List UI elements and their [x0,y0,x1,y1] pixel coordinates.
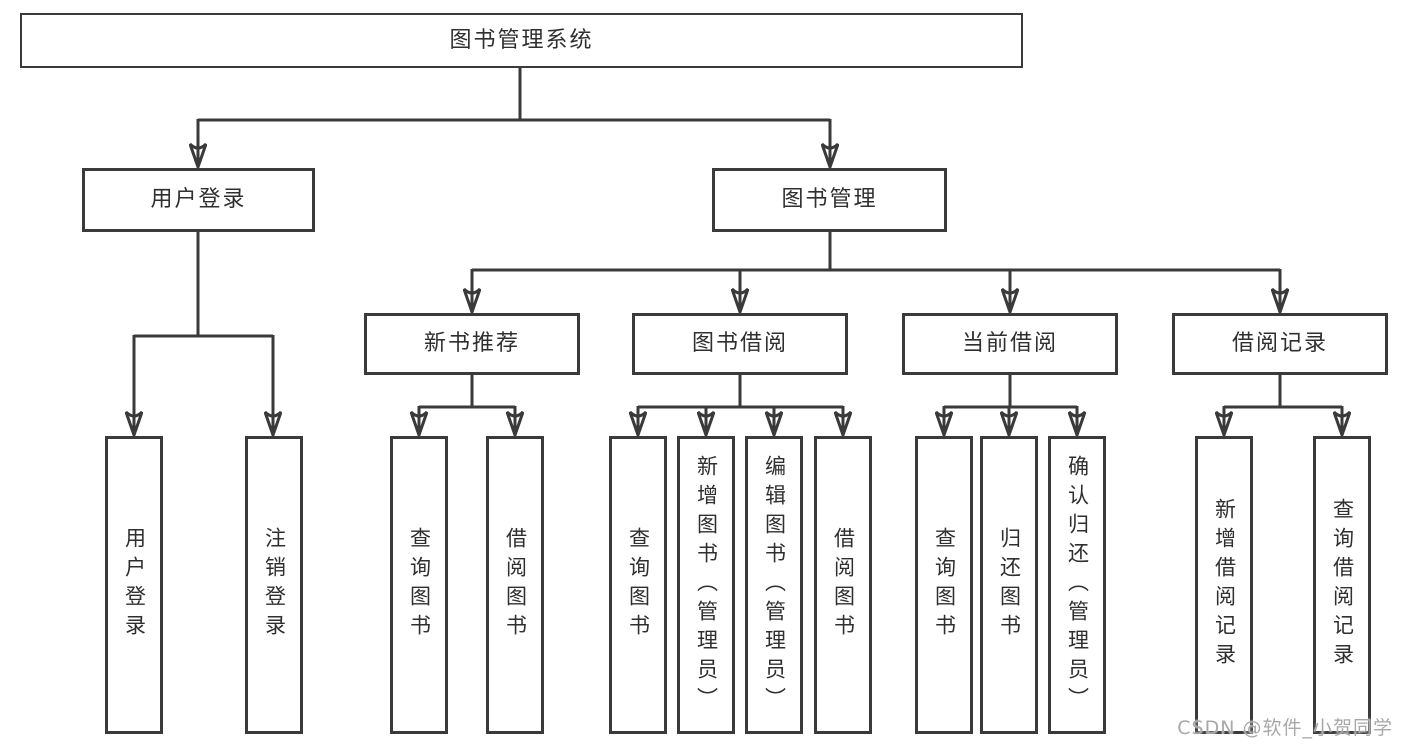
leaf-label: 查询图书 [626,527,651,643]
leaf-label: 查询图书 [932,527,957,643]
leaf-add-borrow-record: 新增借阅记录 [1195,436,1253,734]
leaf-confirm-return-admin: 确认归还（管理员） [1048,436,1106,734]
node-book-management: 图书管理 [712,168,947,232]
leaf-label: 新增借阅记录 [1212,498,1237,672]
leaf-label: 确认归还（管理员） [1065,454,1090,716]
node-user-login: 用户登录 [82,168,315,232]
leaf-borrow-books-recommend: 借阅图书 [486,436,544,734]
node-label: 图书借阅 [691,331,788,356]
node-label: 用户登录 [150,187,247,212]
node-label: 当前借阅 [961,331,1058,356]
leaf-query-books-borrow: 查询图书 [609,436,667,734]
node-label: 图书管理 [781,187,878,212]
node-label: 新书推荐 [423,331,520,356]
leaf-label: 归还图书 [997,527,1022,643]
leaf-return-book: 归还图书 [980,436,1038,734]
node-book-borrow: 图书借阅 [632,313,848,375]
node-current-borrow: 当前借阅 [902,313,1118,375]
node-new-book-recommend: 新书推荐 [364,313,580,375]
leaf-add-book-admin: 新增图书（管理员） [677,436,735,734]
leaf-user-login: 用户登录 [105,436,163,734]
leaf-label: 查询借阅记录 [1330,498,1355,672]
leaf-edit-book-admin: 编辑图书（管理员） [745,436,803,734]
node-label: 借阅记录 [1231,331,1328,356]
leaf-label: 注销登录 [262,527,287,643]
leaf-label: 借阅图书 [503,527,528,643]
leaf-label: 新增图书（管理员） [694,454,719,716]
leaf-logout-login: 注销登录 [245,436,303,734]
leaf-query-borrow-record: 查询借阅记录 [1313,436,1371,734]
node-library-management-system: 图书管理系统 [20,13,1023,68]
leaf-label: 借阅图书 [831,527,856,643]
leaf-query-books-current: 查询图书 [915,436,973,734]
node-label: 图书管理系统 [449,27,594,53]
node-borrow-record: 借阅记录 [1172,313,1388,375]
leaf-borrow-books: 借阅图书 [814,436,872,734]
leaf-label: 编辑图书（管理员） [762,454,787,716]
leaf-query-books-recommend: 查询图书 [390,436,448,734]
leaf-label: 用户登录 [122,527,147,643]
leaf-label: 查询图书 [407,527,432,643]
csdn-watermark: CSDN @软件_小贺同学 [1177,717,1393,739]
